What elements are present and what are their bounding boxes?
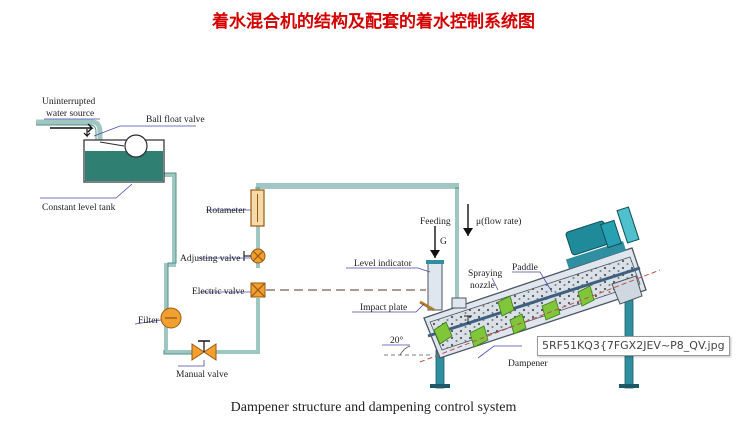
flow-rate-arrow	[463, 204, 473, 236]
label-angle: 20°	[390, 335, 404, 346]
constant-level-tank	[83, 134, 165, 183]
label-adjusting-valve: Adjusting valve	[180, 254, 240, 264]
ball-float-valve-icon	[124, 134, 148, 158]
label-constant-level-tank: Constant level tank	[42, 203, 116, 213]
label-nozzle: nozzle	[470, 281, 495, 291]
leader-lines	[40, 118, 553, 367]
label-paddle: Paddle	[512, 263, 538, 273]
rotameter-icon	[250, 189, 265, 227]
electric-valve-icon	[250, 282, 266, 298]
filename-tooltip: 5RF51KQ3{7FGX2JEV~P8_QV.jpg	[537, 336, 730, 356]
label-level-indicator: Level indicator	[354, 259, 413, 269]
motor-icon	[565, 206, 640, 256]
feeding-arrow	[430, 226, 440, 258]
dampener-machine	[384, 206, 661, 389]
diagram-caption: Dampener structure and dampening control…	[230, 400, 517, 415]
label-rotameter: Rotameter	[206, 206, 246, 216]
label-uninterrupted: Uninterrupted	[42, 97, 96, 107]
adjusting-valve-icon	[243, 248, 266, 264]
water-source-pipe	[36, 119, 103, 142]
diagram-title: 着水混合机的结构及配套的着水控制系统图	[212, 12, 535, 32]
label-feeding: Feeding	[420, 217, 451, 227]
label-g: G	[440, 237, 447, 247]
label-dampener: Dampener	[508, 359, 548, 369]
label-electric-valve: Electric valve	[192, 287, 244, 297]
label-spraying: Spraying	[468, 269, 503, 279]
label-filter: Filter	[138, 316, 159, 326]
label-flow-rate: μ(flow rate)	[476, 216, 521, 227]
label-manual-valve: Manual valve	[176, 370, 228, 380]
label-impact-plate: Impact plate	[360, 303, 407, 313]
manual-valve-icon	[191, 340, 217, 361]
label-ball-float-valve: Ball float valve	[146, 114, 205, 125]
label-water-source: water source	[46, 109, 94, 119]
